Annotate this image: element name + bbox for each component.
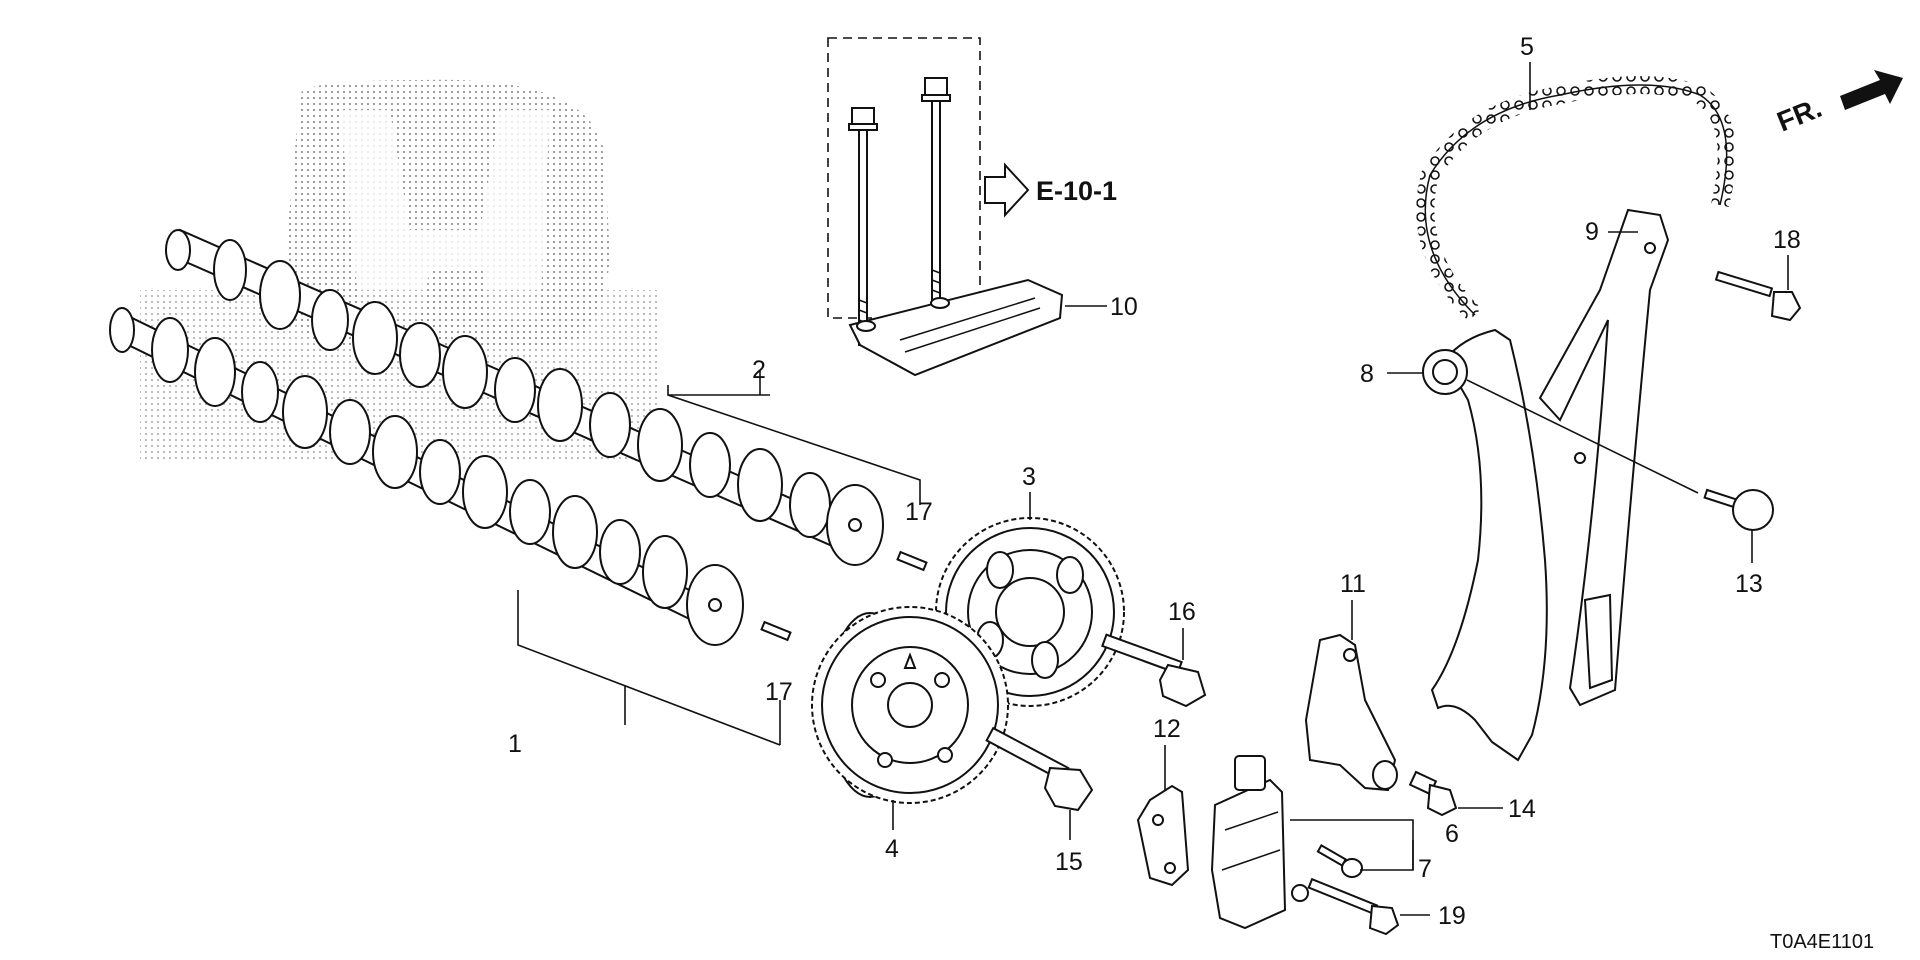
- chain-tensioner: [1210, 755, 1309, 930]
- drawing-code: T0A4E1101: [1770, 931, 1874, 953]
- reference-arrow[interactable]: E-10-1: [984, 162, 1117, 218]
- callout-1: 1: [508, 730, 522, 758]
- chain-guide: [1538, 208, 1670, 707]
- tensioner-bolt-small: [1316, 844, 1363, 878]
- vtc-actuator: [811, 606, 1009, 804]
- gasket: [1136, 784, 1190, 887]
- flange-bolt-18: [1714, 270, 1802, 322]
- callout-6: 6: [1445, 820, 1459, 848]
- flange-bolt-19: [1307, 877, 1400, 936]
- callout-14: 14: [1508, 795, 1536, 823]
- holder-bolt: [921, 77, 951, 307]
- cam-holder-plate: [848, 278, 1064, 377]
- callout-11: 11: [1340, 570, 1366, 598]
- dowel-pin: [896, 550, 928, 572]
- front-direction-indicator: FR.: [1773, 70, 1903, 138]
- callout-9: 9: [1585, 218, 1599, 246]
- camshaft-upper: [165, 228, 884, 566]
- callout-4: 4: [885, 835, 899, 863]
- reference-label: E-10-1: [1036, 176, 1117, 206]
- callout-5: 5: [1520, 33, 1534, 61]
- callout-2: 2: [752, 356, 766, 384]
- plug-bolt: [1408, 770, 1458, 817]
- callout-8: 8: [1360, 360, 1374, 388]
- flange-bolt: [1101, 633, 1207, 708]
- camshaft-lower: [109, 307, 744, 646]
- callout-13: 13: [1735, 570, 1763, 598]
- front-label: FR.: [1773, 92, 1826, 138]
- callout-16: 16: [1168, 598, 1196, 626]
- callout-18: 18: [1773, 226, 1801, 254]
- callout-12: 12: [1153, 715, 1181, 743]
- front-arrow-icon: [1840, 70, 1903, 110]
- callout-17: 17: [765, 678, 793, 706]
- leader-lines: [517, 62, 1789, 916]
- outline-arrow-icon: [984, 162, 1030, 218]
- callout-17: 17: [905, 498, 933, 526]
- callout-7: 7: [1418, 855, 1432, 883]
- callout-15: 15: [1055, 848, 1083, 876]
- callout-labels: 1 2 3 4 5 6 7 8 9 10 11 12 13 14 15 16 1…: [508, 33, 1801, 930]
- callout-3: 3: [1022, 463, 1036, 491]
- dowel-pin: [760, 620, 792, 642]
- holder-bolt: [848, 107, 878, 346]
- tensioner-arm: [1422, 328, 1548, 762]
- callout-19: 19: [1438, 902, 1466, 930]
- cam-chain: [1416, 76, 1736, 322]
- flange-bolt: [985, 726, 1094, 812]
- callout-10: 10: [1110, 293, 1138, 321]
- pivot-bolt: [1703, 488, 1774, 531]
- tensioner-lifter: [1304, 633, 1398, 792]
